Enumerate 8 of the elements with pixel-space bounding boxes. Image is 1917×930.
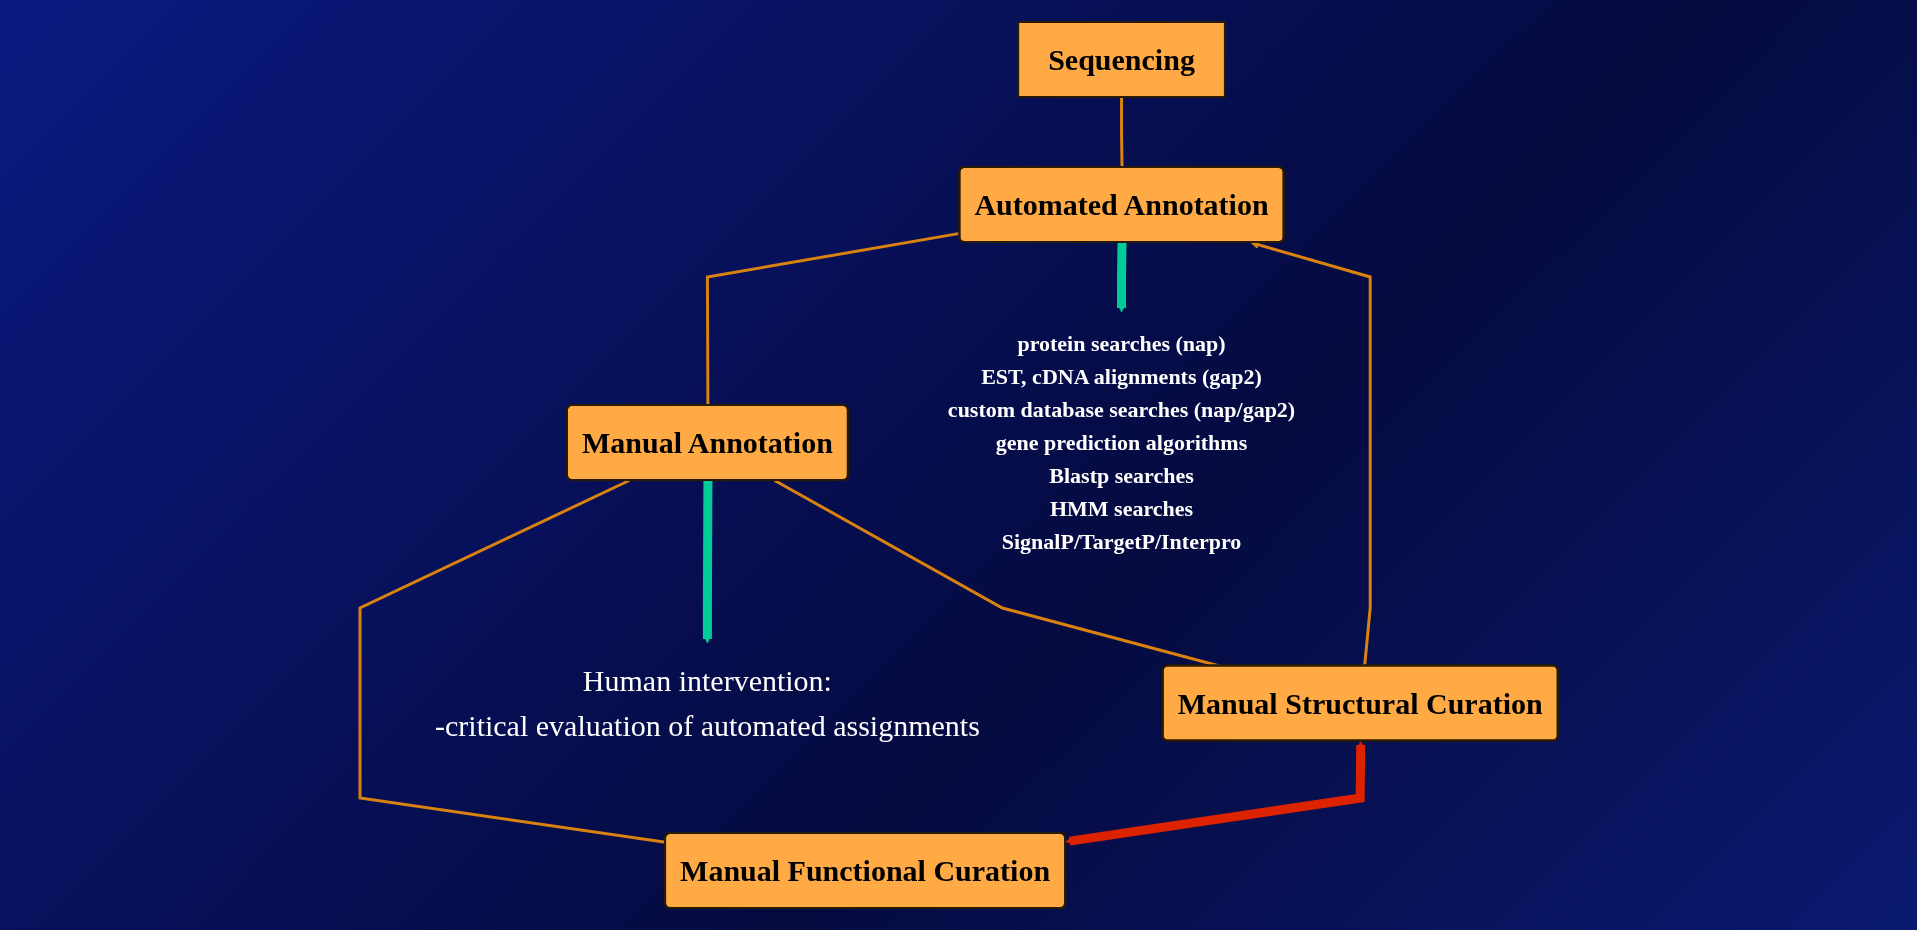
arrow bbox=[1116, 242, 1127, 313]
node-text: Human intervention: -critical evaluation of automated assignments bbox=[434, 664, 980, 742]
arrow bbox=[1064, 741, 1365, 846]
connector bbox=[1119, 97, 1124, 168]
arrow bbox=[702, 480, 713, 644]
node-text: protein searches (nap) EST, cDNA alignments (gap2) custom database searches (nap/gap2) gene prediction algorithms Blastp searches HMM searches SignalP/TargetP/Interpro bbox=[947, 331, 1295, 554]
node-box: Sequencing bbox=[1016, 21, 1226, 98]
connector bbox=[705, 231, 960, 406]
